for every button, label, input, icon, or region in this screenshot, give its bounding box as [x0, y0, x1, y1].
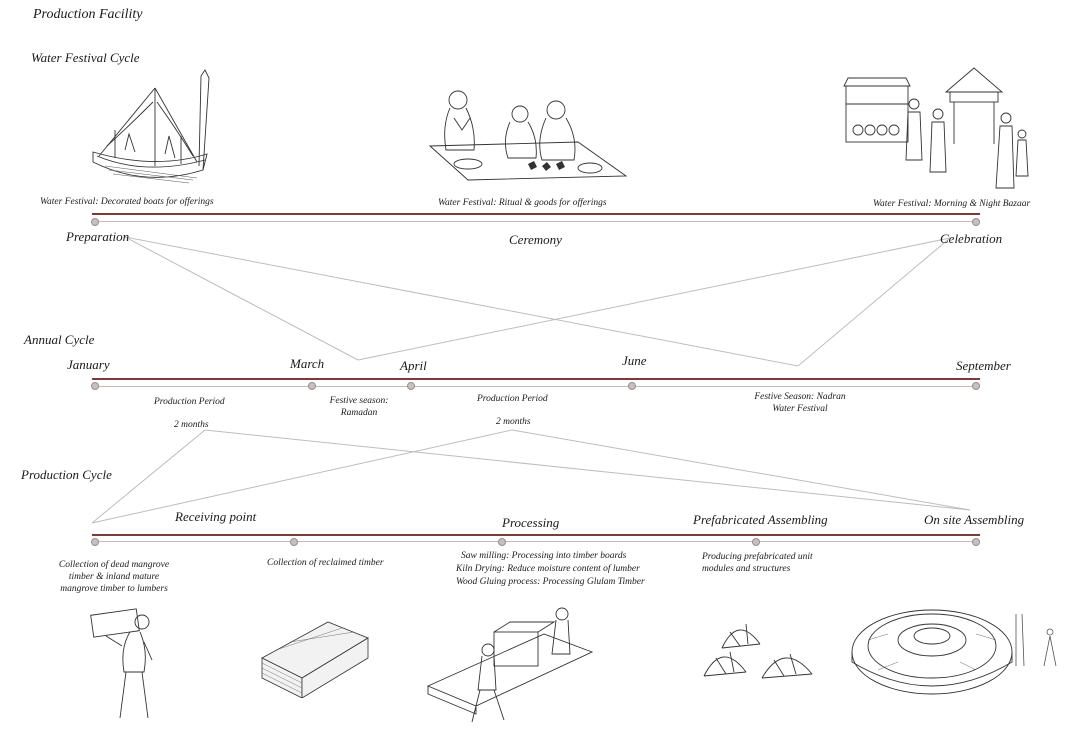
onsite-assembly-structure-illustration	[851, 609, 1013, 695]
annual-cycle-title: Annual Cycle	[24, 332, 95, 347]
note-prefab-units: Producing prefabricated unit modules and…	[702, 552, 813, 575]
connector-period1-onsite	[204, 429, 971, 511]
annual-timeline	[92, 378, 980, 380]
festival-tick-start	[91, 218, 99, 226]
note-duration-2: 2 months	[496, 417, 531, 427]
annual-tick-june	[628, 382, 636, 390]
month-september: September	[956, 358, 1011, 373]
stage-processing: Processing	[502, 515, 560, 530]
connector-receiving-period2	[91, 429, 513, 524]
ritual-offerings-illustration	[428, 90, 628, 181]
connector-period2-onsite	[511, 429, 971, 511]
caption-decorated-boats: Water Festival: Decorated boats for offe…	[40, 197, 214, 207]
note-kiln-drying: Kiln Drying: Reduce moisture content of …	[456, 564, 640, 574]
production-facility-title: Production Facility	[33, 7, 143, 22]
note-production-period-1: Production Period	[154, 397, 225, 407]
onsite-worker-figures-illustration	[1015, 613, 1057, 667]
decorated-boat-illustration	[92, 69, 210, 184]
note-festive-ramadan: Festive season: Ramadan	[329, 396, 389, 418]
festival-timeline-shadow	[92, 221, 980, 222]
month-april: April	[400, 358, 427, 373]
production-cycle-title: Production Cycle	[21, 467, 112, 482]
caption-ritual-goods: Water Festival: Ritual & goods for offer…	[438, 198, 607, 208]
stage-preparation: Preparation	[66, 229, 130, 244]
month-january: January	[67, 357, 110, 372]
production-timeline	[92, 534, 980, 536]
note-wood-gluing: Wood Gluing process: Processing Glulam T…	[456, 577, 645, 587]
month-march: March	[290, 356, 325, 371]
note-duration-1: 2 months	[174, 420, 209, 430]
production-tick-receiving	[290, 538, 298, 546]
production-tick-processing	[498, 538, 506, 546]
connector-preparation-march	[124, 236, 359, 361]
note-collection-reclaimed: Collection of reclaimed timber	[267, 558, 384, 568]
bazaar-illustration	[843, 67, 1029, 189]
annual-tick-april	[407, 382, 415, 390]
water-festival-cycle-title: Water Festival Cycle	[31, 50, 140, 65]
stage-celebration: Celebration	[940, 231, 1003, 246]
stage-onsite-assembling: On site Assembling	[924, 512, 1025, 527]
connector-preparation-june	[124, 236, 799, 367]
production-tick-start	[91, 538, 99, 546]
festival-tick-end	[972, 218, 980, 226]
caption-bazaar: Water Festival: Morning & Night Bazaar	[873, 199, 1031, 209]
stage-ceremony: Ceremony	[509, 232, 562, 247]
reclaimed-timber-stack-illustration	[261, 621, 369, 698]
stage-prefabricated-assembling: Prefabricated Assembling	[693, 512, 828, 527]
festival-timeline	[92, 213, 980, 215]
note-festive-nadran: Festive Season: Nadran Water Festival	[754, 392, 846, 414]
annual-tick-january	[91, 382, 99, 390]
annual-timeline-shadow	[92, 386, 980, 387]
production-tick-onsite	[972, 538, 980, 546]
production-timeline-shadow	[92, 541, 980, 542]
connector-march-celebration	[357, 237, 951, 361]
annual-tick-september	[972, 382, 980, 390]
stage-receiving-point: Receiving point	[175, 509, 257, 524]
note-collection-dead-mangrove: Collection of dead mangrove timber & inl…	[58, 560, 170, 594]
note-saw-milling: Saw milling: Processing into timber boar…	[461, 551, 627, 561]
note-production-period-2: Production Period	[477, 394, 548, 404]
saw-milling-illustration	[426, 607, 594, 723]
prefabricated-domes-illustration	[703, 623, 813, 679]
month-june: June	[622, 353, 647, 368]
production-tick-prefab	[752, 538, 760, 546]
connector-june-celebration	[797, 237, 951, 367]
worker-carrying-timber-illustration	[90, 608, 153, 719]
annual-tick-march	[308, 382, 316, 390]
